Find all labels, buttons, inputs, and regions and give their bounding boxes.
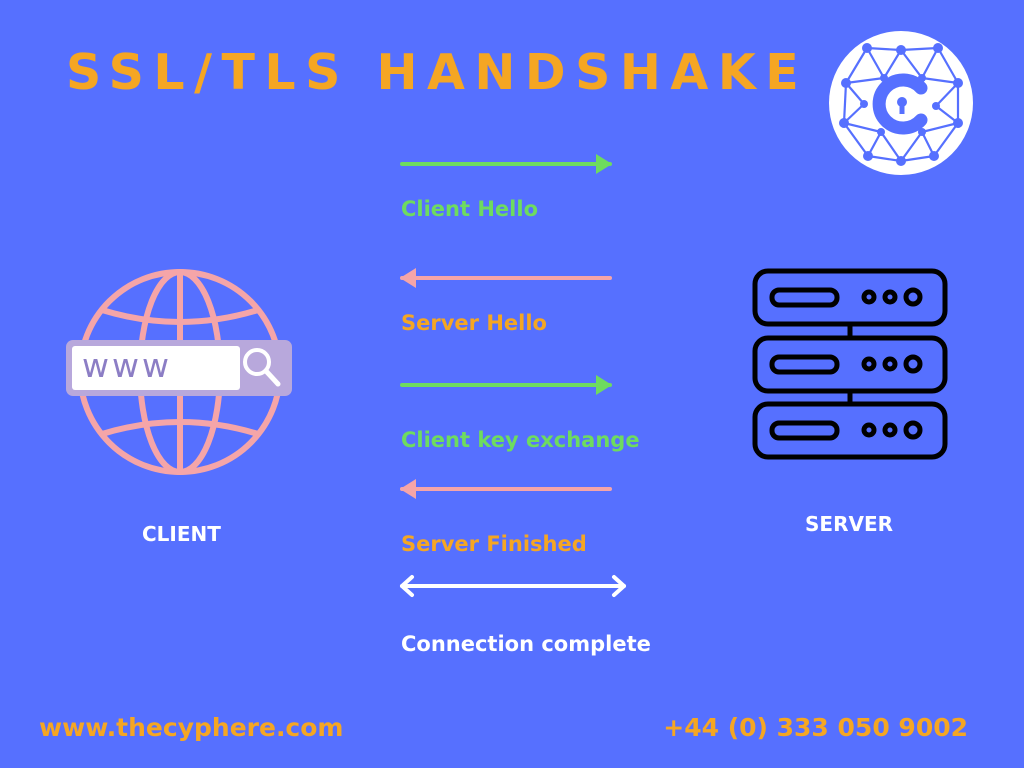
- footer-website: www.thecyphere.com: [39, 713, 344, 742]
- arrow-head: [612, 575, 626, 597]
- arrow-head: [596, 375, 612, 395]
- arrow-head: [400, 479, 416, 499]
- cyphere-logo-icon: [829, 31, 973, 175]
- search-icon: [243, 348, 281, 387]
- arrow-head: [400, 575, 414, 597]
- step-arrow-server-finished: [400, 479, 612, 499]
- server-label: SERVER: [805, 512, 894, 536]
- step-label-client-hello: Client Hello: [401, 197, 538, 221]
- server-rack-icon: [752, 268, 948, 460]
- arrow-head: [400, 268, 416, 288]
- step-label-client-key-exchange: Client key exchange: [401, 428, 640, 452]
- step-label-server-hello: Server Hello: [401, 311, 547, 335]
- step-arrow-client-hello: [400, 154, 612, 174]
- footer-phone: +44 (0) 333 050 9002: [663, 713, 968, 742]
- step-arrow-server-hello: [400, 268, 612, 288]
- step-arrow-client-key-exchange: [400, 375, 612, 395]
- step-label-connection-complete: Connection complete: [401, 632, 651, 656]
- page-title: SSL/TLS HANDSHAKE: [66, 44, 809, 101]
- globe-www-icon: [66, 269, 292, 475]
- arrow-head: [596, 154, 612, 174]
- client-label: CLIENT: [142, 522, 221, 546]
- client-url-text: www: [82, 346, 172, 385]
- step-arrow-connection-complete: [400, 575, 626, 597]
- step-label-server-finished: Server Finished: [401, 532, 587, 556]
